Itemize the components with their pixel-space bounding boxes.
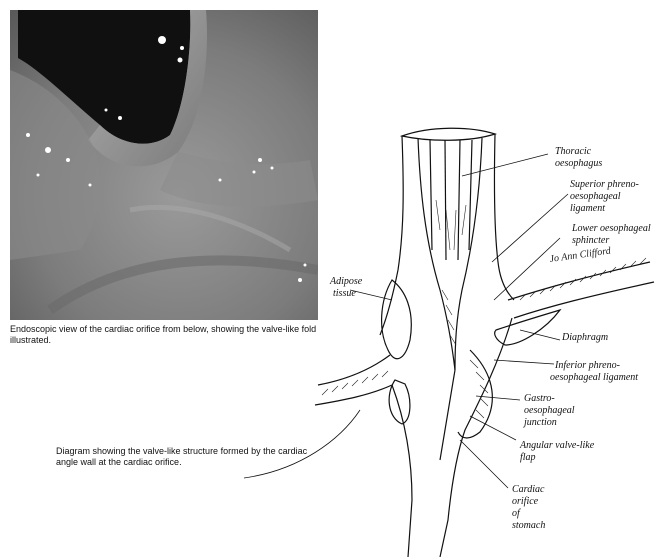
label-thoracic-oesophagus-1: Thoracic — [555, 146, 592, 157]
label-gej-1: Gastro- — [524, 393, 555, 404]
label-inferior-ligament-2: oesophageal ligament — [550, 372, 638, 383]
label-cardiac-orifice-1: Cardiac — [512, 484, 545, 495]
label-angular-flap-1: Angular valve-like — [519, 440, 595, 451]
label-superior-ligament-3: ligament — [570, 203, 605, 214]
diaphragm-right — [508, 262, 654, 318]
illustrator-signature: Jo Ann Clifford — [549, 245, 613, 265]
label-gej-2: oesophageal — [524, 405, 575, 416]
label-cardiac-orifice-4: stomach — [512, 520, 545, 531]
label-inferior-ligament-1: Inferior phreno- — [554, 360, 620, 371]
stomach-left-wall — [392, 385, 412, 557]
label-lower-sphincter-1: Lower oesophageal — [571, 223, 651, 234]
label-cardiac-orifice-3: of — [512, 508, 521, 519]
oesophagus-rim — [402, 128, 495, 140]
label-adipose-1: Adipose — [329, 276, 363, 287]
diaphragm-left — [315, 355, 392, 405]
label-diaphragm: Diaphragm — [561, 332, 608, 343]
label-adipose-2: tissue — [333, 288, 356, 299]
oesophagus-right-wall — [494, 134, 514, 300]
label-superior-ligament-1: Superior phreno- — [570, 179, 639, 190]
stomach-right-wall — [440, 318, 512, 557]
label-cardiac-orifice-2: orifice — [512, 496, 539, 507]
label-lower-sphincter-2: sphincter — [572, 235, 609, 246]
label-gej-3: junction — [522, 417, 557, 428]
label-thoracic-oesophagus-2: oesophagus — [555, 158, 602, 169]
label-superior-ligament-2: oesophageal — [570, 191, 621, 202]
label-angular-flap-2: flap — [520, 452, 536, 463]
